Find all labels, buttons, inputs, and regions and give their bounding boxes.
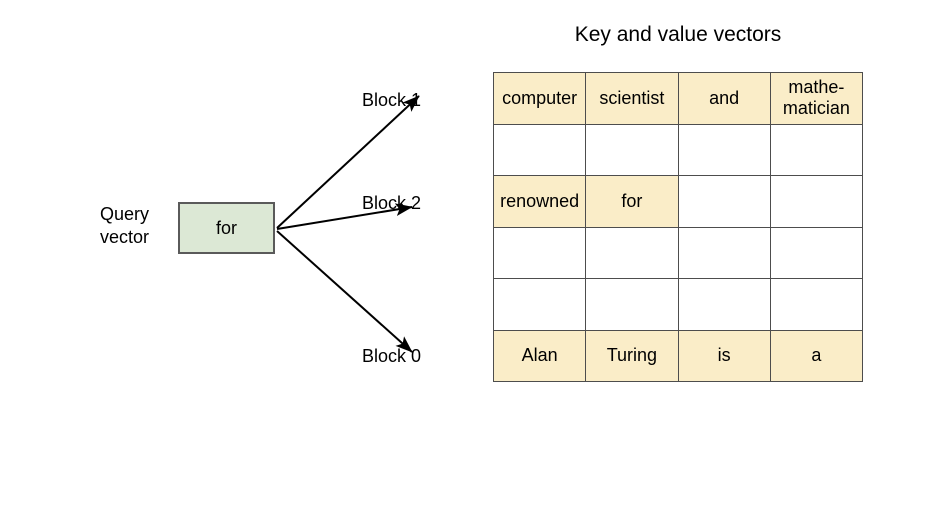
table-cell-empty[interactable] [769,123,864,176]
table-cell-empty[interactable] [677,123,771,176]
table-cell-empty[interactable] [769,278,864,331]
table-cell-empty[interactable] [677,226,771,279]
table-cell-text: Turing [606,345,658,366]
table-cell-empty[interactable] [677,278,771,331]
table-row [492,226,864,279]
table-cell-empty[interactable] [492,226,587,279]
table-cell-empty[interactable] [492,123,587,176]
table-cell-text: computer [502,87,578,108]
table-cell-text: renowned [500,190,580,211]
table-cell-text: for [621,190,643,211]
query-vector-token: for [215,217,237,238]
query-vector-label-line2: vector [100,227,150,247]
key-value-vectors-table: computer scientist and mathe-matician renown… [492,72,864,382]
table-cell[interactable]: mathe-matician [769,72,864,125]
table-cell-empty[interactable] [585,226,679,279]
table-cell[interactable]: Turing [585,329,679,382]
table-cell-text: matician [782,98,850,119]
table-cell-empty[interactable] [769,175,864,228]
table-cell-text: scientist [599,87,665,108]
table-cell-empty[interactable] [585,278,679,331]
table-cell[interactable]: for [585,175,679,228]
table-cell-text: is [717,345,731,366]
block-label-block-0: Block 0 [361,346,421,366]
table-cell-text: a [811,345,822,366]
table-cell-empty[interactable] [492,278,587,331]
table-cell-empty[interactable] [677,175,771,228]
query-vector-box[interactable]: for [178,202,275,254]
table-cell[interactable]: computer [492,72,587,125]
table-cell[interactable]: a [769,329,864,382]
table-cell-text: Alan [521,345,558,366]
table-row: renowned for [492,175,864,228]
table-row [492,123,864,176]
page-title: Key and value vectors [574,23,782,46]
table-row: computer scientist and mathe-matician [492,72,864,125]
table-cell-text: mathe- [788,77,845,98]
query-vector-label-line1: Query [100,204,150,224]
arrow-to-block-0 [276,230,413,353]
block-label-block-2: Block 2 [361,193,421,213]
table-cell[interactable]: is [677,329,771,382]
table-cell-text: and [709,87,740,108]
table-cell[interactable]: and [677,72,771,125]
table-cell[interactable]: Alan [492,329,587,382]
table-cell[interactable]: scientist [585,72,679,125]
query-vector-label: Query vector [100,203,178,249]
table-row [492,278,864,331]
block-label-block-1: Block 1 [361,90,421,110]
table-cell-empty[interactable] [585,123,679,176]
table-cell[interactable]: renowned [492,175,587,228]
table-row: Alan Turing is a [492,329,864,382]
table-cell-empty[interactable] [769,226,864,279]
